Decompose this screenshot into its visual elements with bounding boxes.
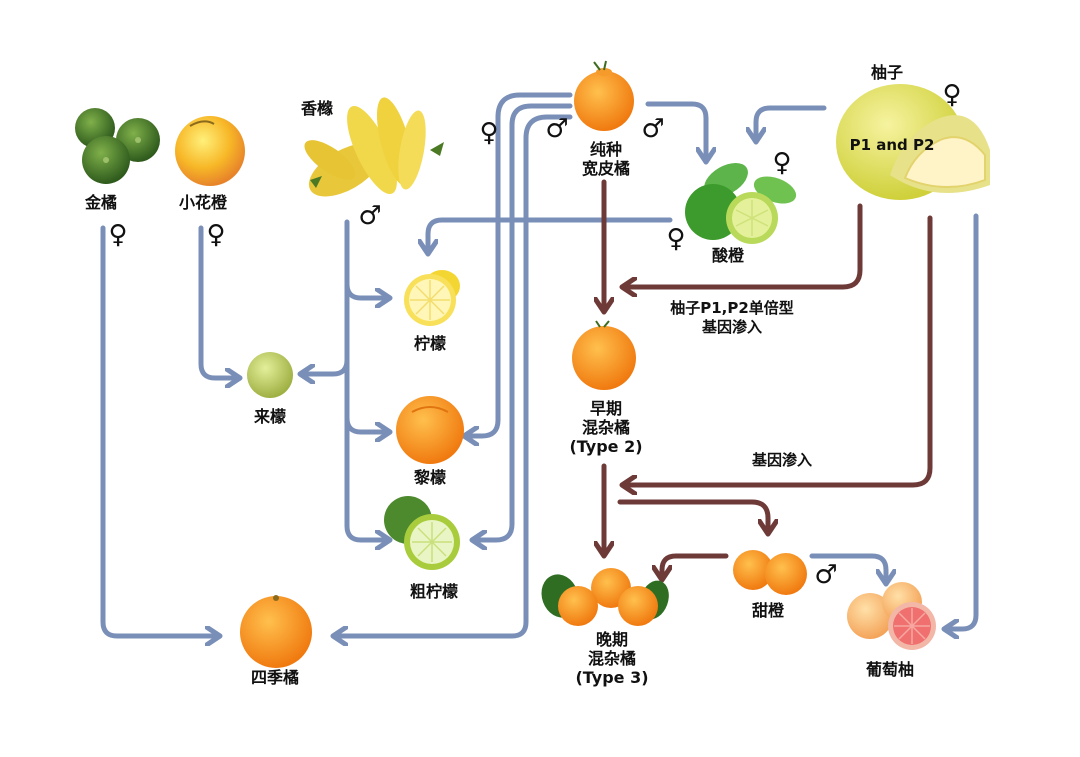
label-rough-lemon: 黎檬 [413, 468, 447, 487]
arrow-pummelo-introgression-p1p2 [624, 203, 863, 287]
lemon-image [404, 270, 460, 326]
label-early-hybrid: 早期 混杂橘 (Type 2) [569, 399, 643, 456]
bergamot-image [384, 496, 460, 570]
female-symbol-sour-orange-right: ♀ [772, 148, 792, 178]
calamondin-image [240, 595, 312, 668]
sweet-orange-image [733, 550, 807, 595]
male-symbol-mandarin-left: ♂ [545, 114, 569, 144]
arrow-citron-to-lemon [344, 219, 388, 298]
label-lime: 来檬 [253, 407, 287, 426]
mandarin-image [574, 60, 634, 131]
arrow-mandarin-to-bergamot [474, 103, 573, 540]
late-hybrid-image [541, 568, 669, 626]
label-pummelo: 柚子 [870, 63, 904, 82]
arrow-citron-to-lime [302, 297, 350, 374]
label-lemon: 柠檬 [413, 334, 447, 353]
early-hybrid-image [572, 320, 636, 390]
male-symbol-citron: ♂ [358, 201, 382, 231]
female-symbol-kumquat: ♀ [108, 220, 128, 250]
label-sweet-orange: 甜橙 [751, 601, 785, 620]
arrow-sweet-orange-to-grapefruit [809, 553, 886, 582]
label-introgression: 基因渗入 [751, 451, 813, 469]
citron-image [304, 97, 444, 197]
grapefruit-image [847, 582, 936, 650]
female-symbol-mandarin-left: ♀ [479, 118, 499, 148]
label-bergamot: 粗柠檬 [409, 582, 459, 601]
label-kumquat: 金橘 [84, 193, 118, 212]
label-mandarin: 纯种 宽皮橘 [581, 140, 631, 178]
arrow-citron-to-rough-lemon [344, 281, 388, 432]
label-pummelo-haplotypes: P1 and P2 [849, 136, 935, 154]
arrow-sweet-orange-to-late-hybrid [662, 553, 729, 578]
arrow-mandarin-to-sour-orange [645, 101, 706, 160]
arrow-mandarin-to-calamondin [335, 114, 573, 636]
female-symbol-sour-orange-left: ♀ [666, 224, 686, 254]
arrow-pummelo-to-sour-orange [756, 105, 827, 140]
arrow-xiaohuacheng-to-lime [198, 225, 238, 378]
label-late-hybrid: 晚期 混杂橘 (Type 3) [575, 630, 649, 687]
female-symbol-pummelo: ♀ [942, 80, 962, 110]
label-sour-orange: 酸橙 [711, 246, 745, 265]
arrow-early-to-sweet-orange [617, 499, 768, 532]
lime-image [247, 352, 293, 398]
male-symbol-mandarin-right: ♂ [641, 114, 665, 144]
pummelo-image [836, 84, 990, 200]
arrow-pummelo-introgression [624, 215, 933, 485]
rough-lemon-image [396, 396, 464, 464]
xiaohuacheng-image [175, 116, 245, 186]
label-introgression-p1p2: 柚子P1,P2单倍型 基因渗入 [670, 299, 794, 336]
arrow-sour-orange-to-lemon [428, 217, 673, 252]
female-symbol-xiaohuacheng: ♀ [206, 220, 226, 250]
arrow-kumquat-to-calamondin [100, 225, 218, 636]
label-grapefruit: 葡萄柚 [865, 660, 915, 679]
label-xiaohuacheng: 小花橙 [178, 193, 228, 212]
sour-orange-image [685, 162, 797, 244]
male-symbol-sweet-orange: ♂ [814, 560, 838, 590]
label-calamondin: 四季橘 [250, 668, 300, 687]
kumquat-image [75, 108, 160, 184]
arrow-citron-to-bergamot [344, 415, 388, 540]
label-citron: 香橼 [300, 99, 334, 118]
arrow-pummelo-to-grapefruit [946, 213, 979, 629]
arrow-mandarin-to-rough-lemon [466, 92, 573, 436]
